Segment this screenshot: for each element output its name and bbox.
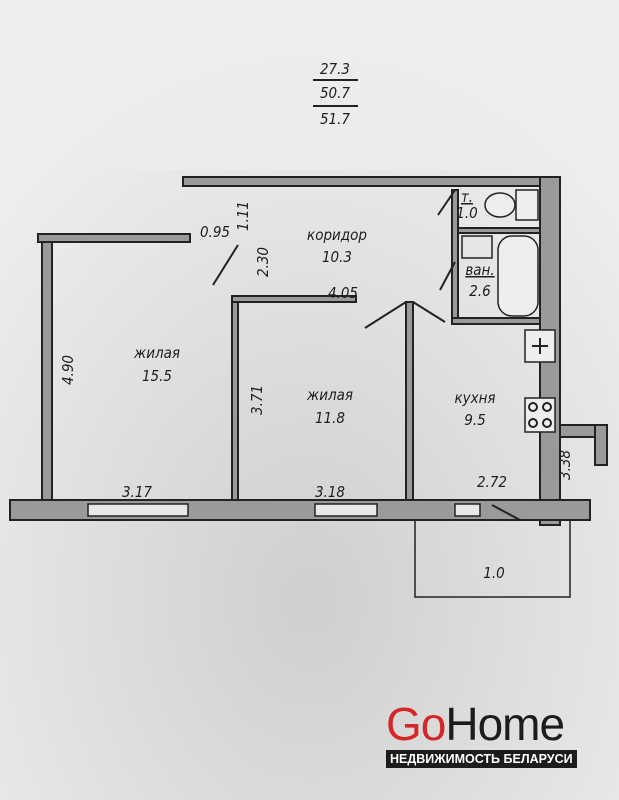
total-area-with-balcony: 51.7 — [320, 110, 350, 128]
room-area-kitchen: 9.5 — [464, 411, 485, 429]
room-name-living-1: жилая — [133, 344, 180, 362]
windows — [87, 503, 481, 517]
room-name-kitchen: кухня — [454, 389, 495, 407]
dimension-label: 3.71 — [248, 385, 266, 415]
room-area-living-2: 11.8 — [315, 409, 345, 427]
dimension-label: 2.30 — [254, 247, 272, 277]
room-name-toilet: т. — [461, 188, 473, 206]
dimension-label: 2.72 — [477, 473, 507, 491]
room-area-toilet: 1.0 — [456, 204, 477, 222]
dimensions: 0.95 1.11 2.30 4.05 4.90 3.71 3.38 3.17 … — [59, 201, 574, 501]
room-area-corridor: 10.3 — [322, 248, 352, 266]
gohome-logo: GoHome НЕДВИЖИМОСТЬ БЕЛАРУСИ — [386, 700, 586, 768]
sink-icon — [461, 235, 493, 259]
dimension-label: 0.95 — [200, 223, 230, 241]
logo-go: Go — [386, 698, 446, 750]
dimension-label: 4.90 — [59, 355, 77, 385]
dimension-label: 3.38 — [556, 450, 574, 480]
balcony — [414, 519, 571, 598]
dimension-label: 3.18 — [315, 483, 345, 501]
doors — [212, 189, 521, 521]
logo-home: Home — [445, 698, 565, 750]
dimension-label: 1.11 — [234, 201, 252, 231]
room-name-living-2: жилая — [306, 386, 353, 404]
room-area-bathroom: 2.6 — [469, 282, 490, 300]
room-name-corridor: коридор — [307, 226, 367, 244]
toilet-icon — [515, 189, 539, 221]
bathtub-icon — [497, 235, 539, 317]
total-area: 50.7 — [320, 84, 350, 102]
dimension-label: 4.05 — [328, 284, 358, 302]
walls — [9, 176, 608, 526]
stove-icon — [524, 397, 556, 433]
area-summary: 27.3 50.7 51.7 — [313, 60, 358, 128]
balcony-area: 1.0 — [483, 564, 504, 582]
fixtures — [461, 189, 556, 433]
room-name-bathroom: ван. — [465, 261, 494, 279]
dimension-label: 3.17 — [122, 483, 152, 501]
room-area-living-1: 15.5 — [142, 367, 172, 385]
logo-tagline: НЕДВИЖИМОСТЬ БЕЛАРУСИ — [386, 750, 577, 768]
living-area: 27.3 — [320, 60, 350, 78]
